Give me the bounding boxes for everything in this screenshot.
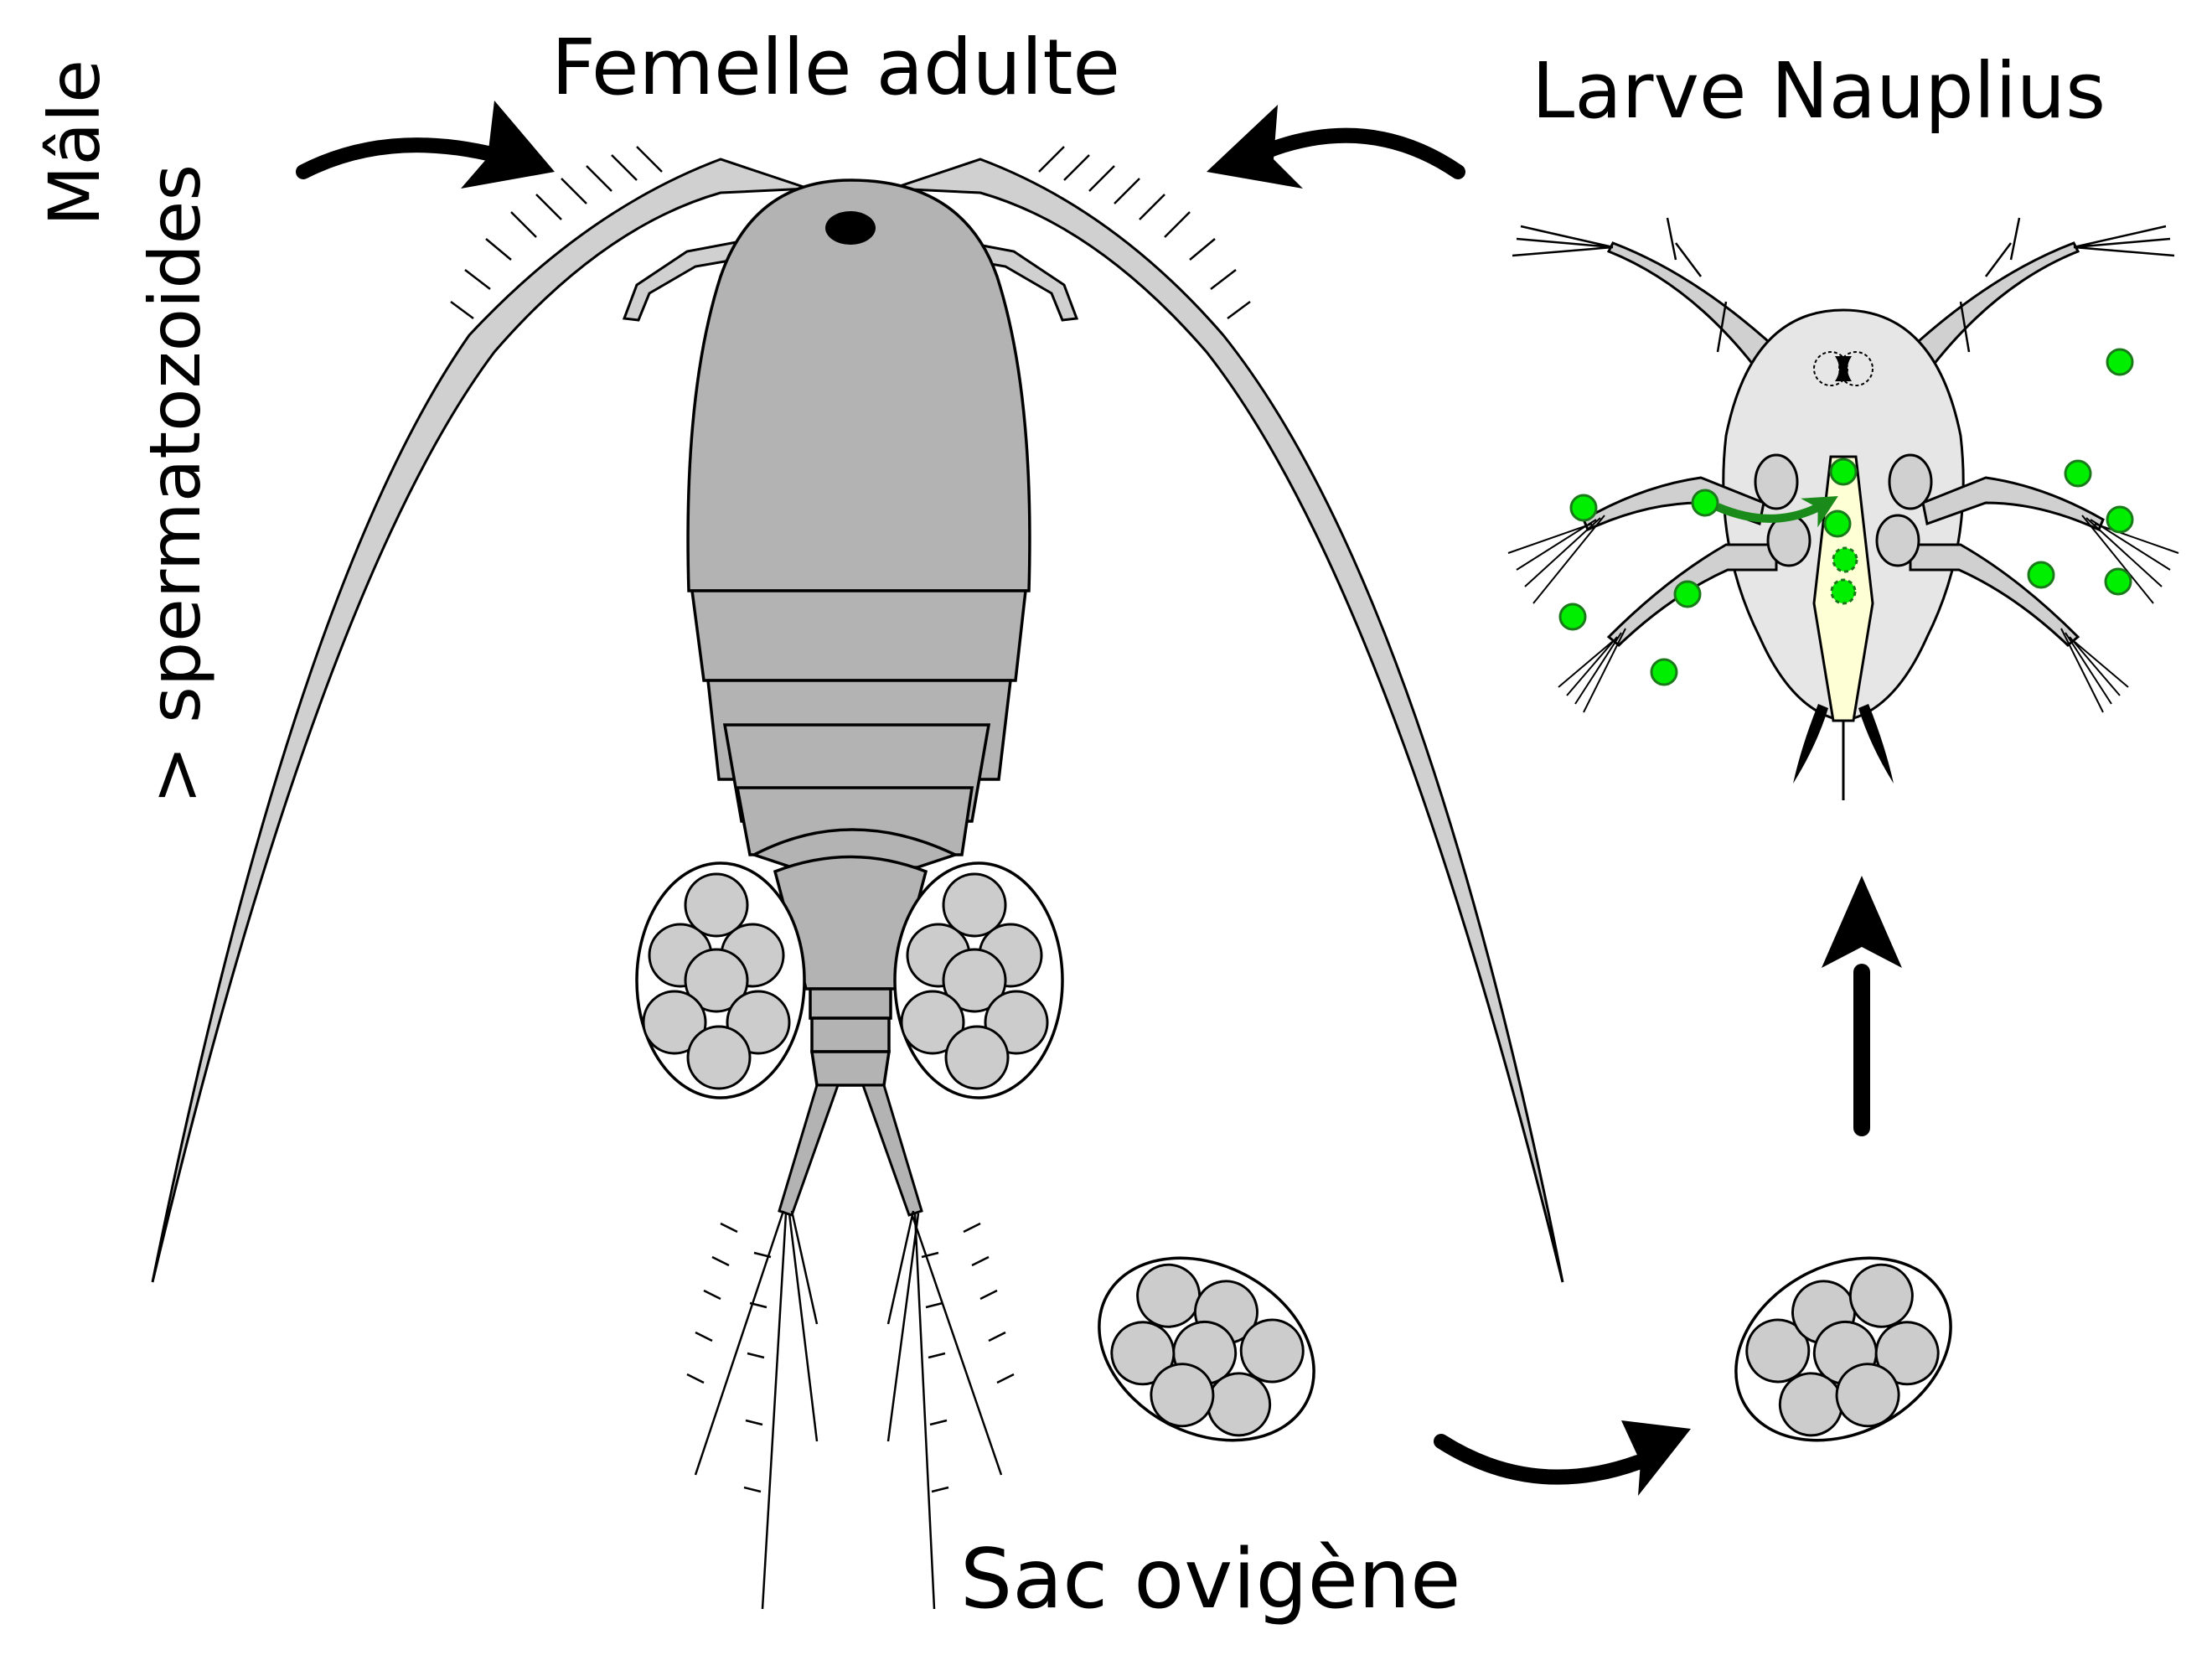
nauplius-left-spine	[1793, 704, 1828, 784]
nauplius-right-limbs	[1875, 453, 2105, 648]
nauplius-antennule-setae	[1512, 217, 2175, 353]
nauplius-eye	[1813, 351, 1873, 386]
right-antenna	[892, 158, 1564, 1283]
urosome	[773, 855, 928, 991]
adult-copepod	[151, 146, 1564, 1610]
curved-arrow-icon	[1434, 1434, 1646, 1485]
curved-arrow-head	[461, 101, 555, 189]
free-egg-sac-right	[1734, 1256, 1952, 1442]
right-attached-egg-sac	[893, 861, 1064, 1099]
nauplius-limb-setae	[1507, 515, 2179, 713]
genital-segment	[750, 828, 959, 869]
nauplius-label: Larve Nauplius	[1532, 46, 2106, 136]
curved-arrow-icon	[1249, 127, 1465, 179]
urosome-seg-2	[810, 1016, 891, 1053]
head-segment	[686, 178, 1031, 592]
left-antenna	[151, 158, 809, 1283]
free-egg-sac-left	[1098, 1256, 1315, 1442]
digested-particles	[1830, 546, 1858, 605]
urosome-seg-1	[809, 987, 892, 1020]
feeding-arrow-icon	[1716, 495, 1838, 528]
adult-female-label: Femelle adulte	[551, 23, 1120, 112]
nauplius-right-spine	[1858, 704, 1894, 784]
nauplius-left-limbs	[1582, 453, 1811, 648]
right-caudal-ramus	[861, 1084, 923, 1217]
nauplius-larva	[1507, 217, 2179, 800]
curved-arrow-head	[1621, 1420, 1691, 1496]
green-dot-icon	[1558, 348, 2134, 686]
curved-arrow-icon	[296, 137, 519, 179]
curved-arrow-head	[1207, 105, 1303, 189]
egg-sac-label: Sac ovigène	[960, 1532, 1460, 1627]
thorax-segment-1	[690, 589, 1027, 682]
male-label-line1: Mâle	[34, 59, 116, 226]
left-caudal-ramus	[778, 1084, 840, 1217]
caudal-setae	[686, 1210, 1015, 1610]
up-arrow-head	[1822, 876, 1902, 968]
eye-spot	[825, 211, 876, 245]
anal-segment	[809, 1050, 892, 1087]
antenna-setae	[450, 146, 1251, 320]
left-attached-egg-sac	[635, 861, 806, 1099]
male-label-line2: > spermatozoides	[134, 164, 216, 804]
